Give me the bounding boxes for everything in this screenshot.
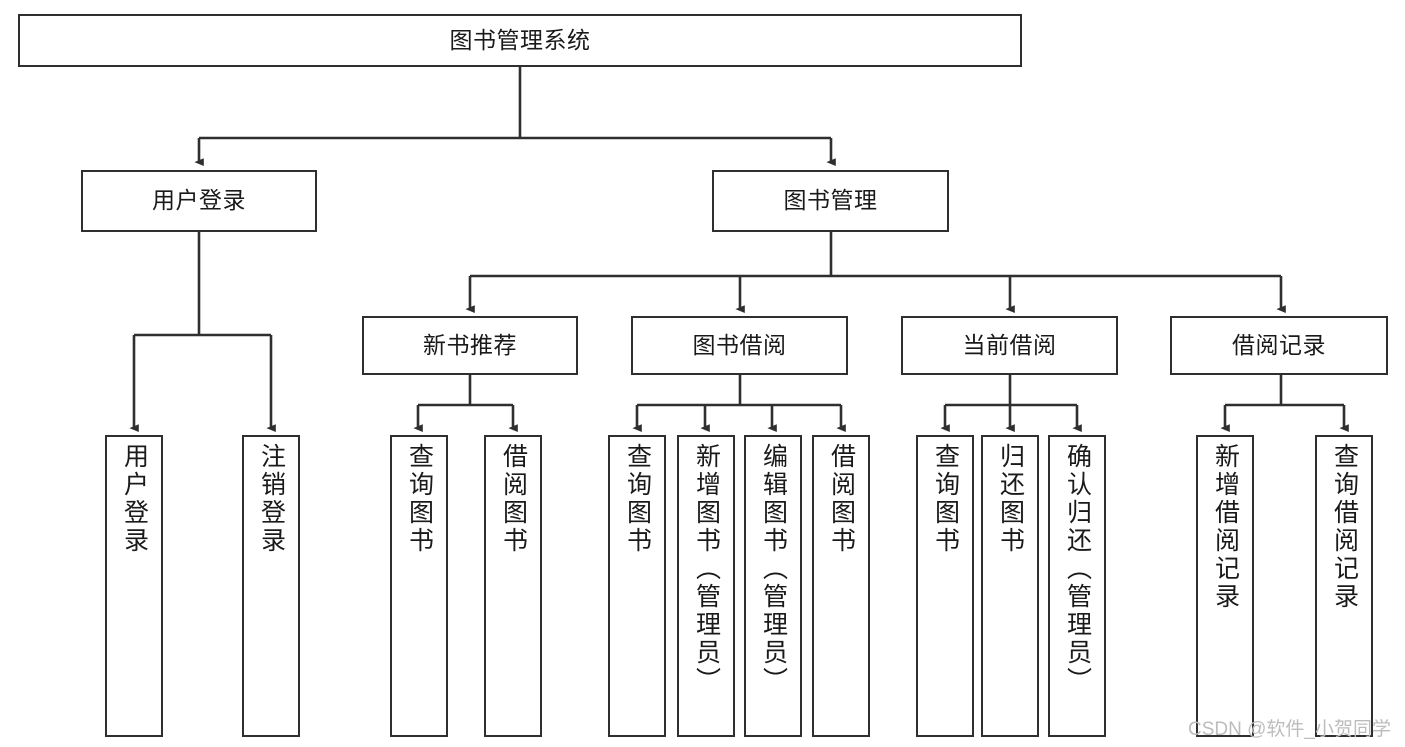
node-borrow-record[interactable]: 借阅记录 xyxy=(1170,316,1388,375)
watermark-text: CSDN @软件_小贺同学 xyxy=(1188,719,1391,740)
node-book-borrow[interactable]: 图书借阅 xyxy=(631,316,848,375)
node-label: 归还图书 xyxy=(996,443,1025,555)
node-user-login[interactable]: 用户登录 xyxy=(81,170,317,232)
leaf-borrow-add-book-admin[interactable]: 新增图书（管理员） xyxy=(677,435,735,737)
node-label: 图书借阅 xyxy=(692,331,787,358)
leaf-record-query-borrow-record[interactable]: 查询借阅记录 xyxy=(1315,435,1373,737)
node-label: 新增借阅记录 xyxy=(1211,443,1240,611)
node-label: 用户登录 xyxy=(152,187,246,214)
node-label: 借阅图书 xyxy=(827,443,856,555)
leaf-user-login[interactable]: 用户登录 xyxy=(105,435,163,737)
node-label: 当前借阅 xyxy=(962,331,1057,358)
node-label: 编辑图书（管理员） xyxy=(759,443,788,695)
leaf-recommend-query-book[interactable]: 查询图书 xyxy=(390,435,448,737)
node-label: 查询图书 xyxy=(623,443,652,555)
leaf-borrow-borrow-book[interactable]: 借阅图书 xyxy=(812,435,870,737)
node-label: 新增图书（管理员） xyxy=(692,443,721,695)
node-label: 借阅图书 xyxy=(499,443,528,555)
node-label: 图书管理系统 xyxy=(449,26,591,53)
node-current-borrow[interactable]: 当前借阅 xyxy=(901,316,1118,375)
node-label: 用户登录 xyxy=(120,443,149,555)
node-label: 注销登录 xyxy=(257,443,286,555)
leaf-current-query-book[interactable]: 查询图书 xyxy=(916,435,974,737)
leaf-recommend-borrow-book[interactable]: 借阅图书 xyxy=(484,435,542,737)
leaf-borrow-query-book[interactable]: 查询图书 xyxy=(608,435,666,737)
leaf-current-confirm-return-admin[interactable]: 确认归还（管理员） xyxy=(1048,435,1106,737)
node-root-book-management-system[interactable]: 图书管理系统 xyxy=(18,14,1022,67)
node-label: 查询图书 xyxy=(405,443,434,555)
node-label: 确认归还（管理员） xyxy=(1063,443,1092,695)
node-label: 查询图书 xyxy=(931,443,960,555)
node-label: 查询借阅记录 xyxy=(1330,443,1359,611)
leaf-current-return-book[interactable]: 归还图书 xyxy=(981,435,1039,737)
node-book-management[interactable]: 图书管理 xyxy=(712,170,949,232)
node-label: 借阅记录 xyxy=(1232,331,1326,358)
node-label: 图书管理 xyxy=(783,187,878,214)
node-label: 新书推荐 xyxy=(423,331,517,358)
leaf-record-add-borrow-record[interactable]: 新增借阅记录 xyxy=(1196,435,1254,737)
leaf-user-logout[interactable]: 注销登录 xyxy=(242,435,300,737)
leaf-borrow-edit-book-admin[interactable]: 编辑图书（管理员） xyxy=(744,435,802,737)
node-new-book-recommend[interactable]: 新书推荐 xyxy=(362,316,578,375)
